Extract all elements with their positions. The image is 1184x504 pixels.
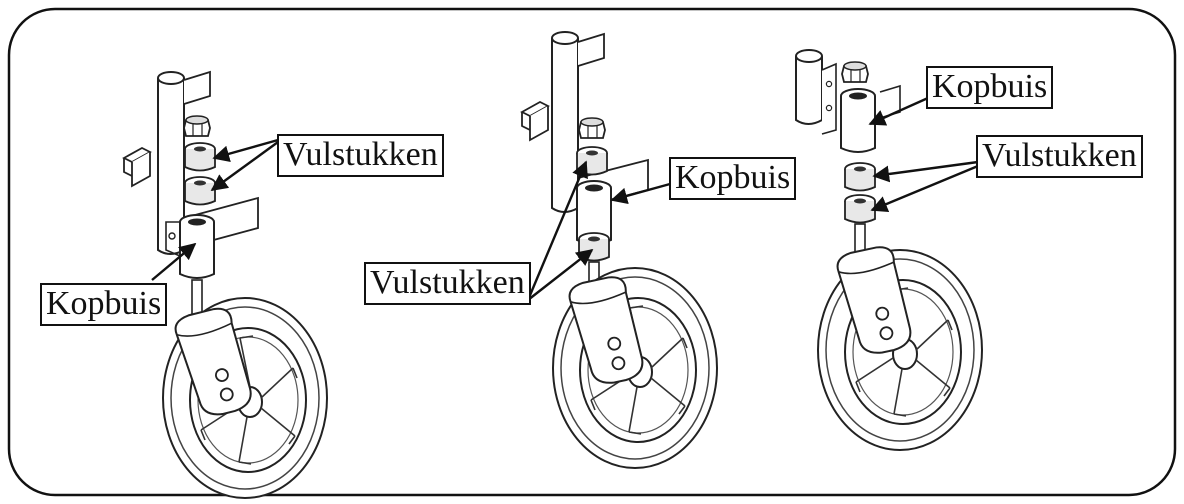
arrow-p2-headtube [610, 182, 671, 205]
caster-assembly-3 [795, 49, 983, 451]
arrow-p3-headtube [868, 96, 929, 126]
arrow-p2-spacer-lower [527, 248, 594, 301]
leader-arrows [151, 96, 979, 301]
callout-head-tube-panel-3: Kopbuis [926, 66, 1054, 109]
arrow-p1-spacer-upper [212, 138, 279, 162]
arrow-p3-spacer-lower [870, 164, 979, 212]
caster-assembly-2 [521, 31, 718, 469]
callout-spacers-panel-2: Vulstukken [364, 262, 531, 305]
callout-spacers-panel-3: Vulstukken [976, 135, 1143, 178]
callout-head-tube-panel-1: Kopbuis [40, 283, 168, 326]
arrow-p1-headtube [151, 242, 197, 281]
arrow-p1-spacer-lower [210, 141, 279, 191]
callout-spacers-panel-1: Vulstukken [277, 134, 444, 177]
callout-head-tube-panel-2: Kopbuis [669, 157, 797, 200]
arrow-p3-spacer-upper [872, 160, 979, 183]
arrow-p2-spacer-upper [526, 160, 588, 301]
caster-assembly-1 [123, 70, 328, 499]
